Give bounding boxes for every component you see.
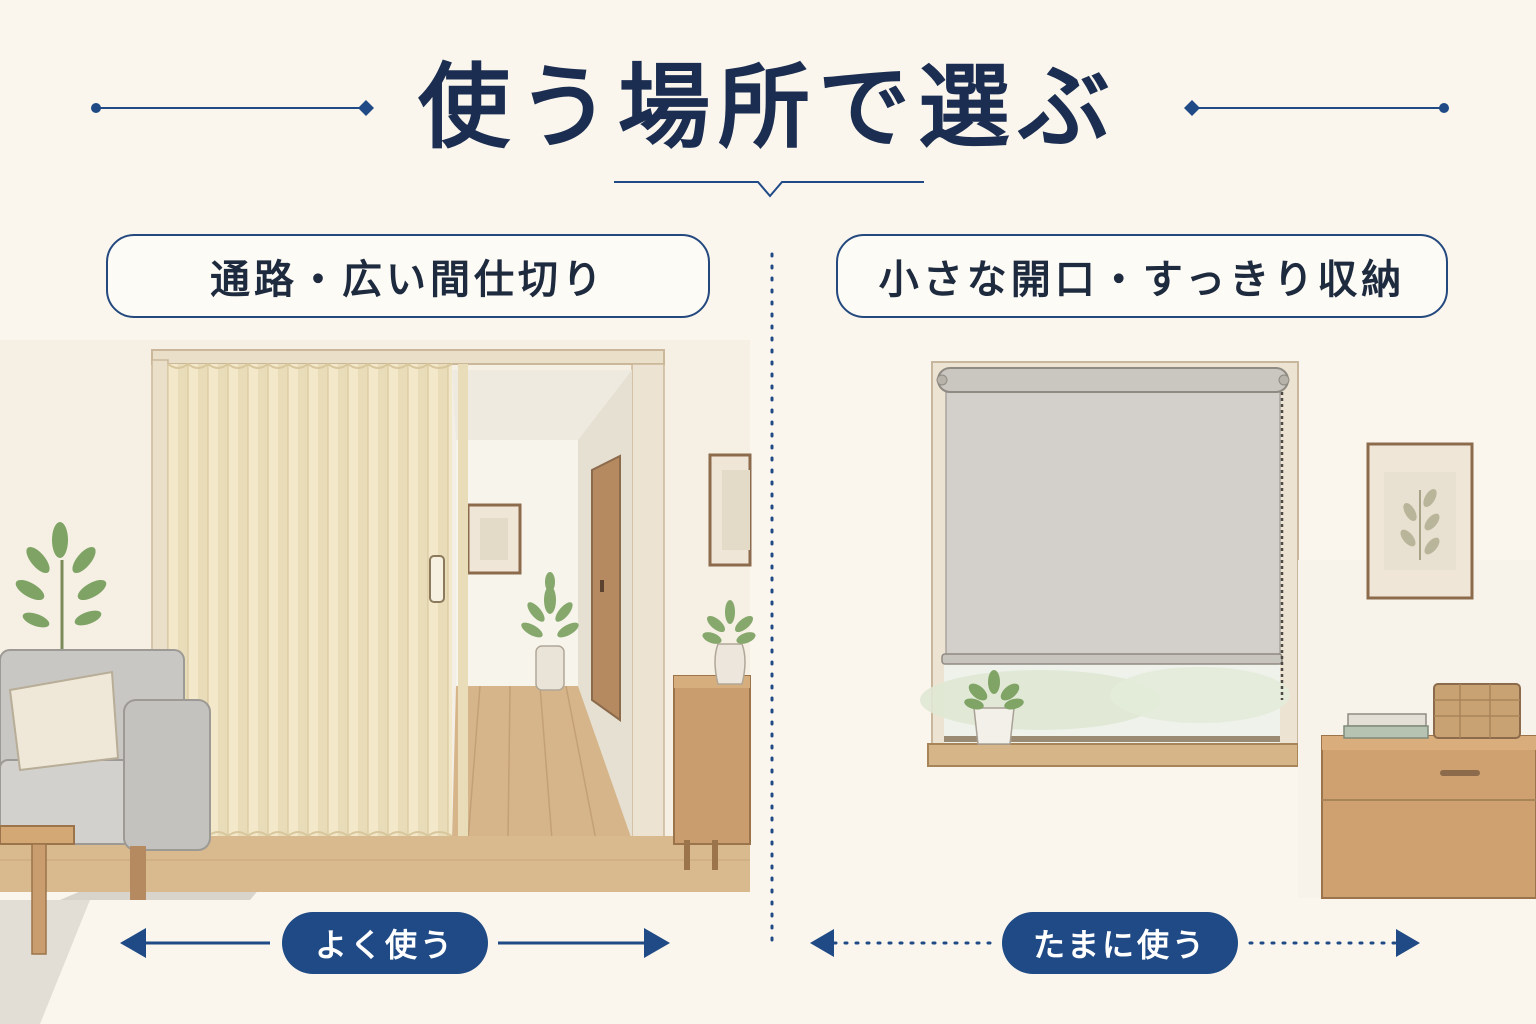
accordion-fold [398,364,408,836]
accordion-fold [218,364,228,836]
arrow-right-icon [1396,929,1420,957]
door-handle [429,555,445,603]
accordion-fold [378,364,388,836]
roller-blind [945,389,1281,661]
arrow-right-icon [644,928,670,958]
accordion-fold [178,364,188,836]
leaf-art-icon [1400,488,1440,560]
title-underline [614,181,924,198]
left-scene [0,340,756,1024]
plant-icon [964,670,1024,710]
label-left-usage: 通路・広い間仕切り [106,234,710,318]
accordion-fold [238,364,248,836]
title-ornament-left [91,100,374,116]
sofa [0,649,211,900]
accordion-fold [338,364,348,836]
arrow-left-solid [120,928,670,958]
usage-badge-frequent: よく使う [282,912,488,974]
accordion-fold [298,364,308,836]
accordion-fold [258,364,268,836]
accordion-fold [318,364,328,836]
plant-icon [15,522,107,628]
arrow-dotted [810,929,1420,957]
accordion-fold [278,364,288,836]
label-right-usage: 小さな開口・すっきり収納 [836,234,1448,318]
arrow-left-icon [120,928,146,958]
plant-icon [702,600,756,644]
arrow-left-icon [810,929,834,957]
diamond-ornament-icon [358,100,374,116]
plant-icon [521,572,579,638]
diamond-ornament-icon [1184,100,1200,116]
accordion-fold [418,364,428,836]
accordion-fold [358,364,368,836]
page-title: 使う場所で選ぶ [417,53,1118,161]
accordion-fold [458,364,468,836]
title-ornament-right [1184,100,1449,116]
accordion-fold [198,364,208,836]
usage-badge-occasional: たまに使う [1002,912,1238,974]
right-scene [920,361,1536,899]
